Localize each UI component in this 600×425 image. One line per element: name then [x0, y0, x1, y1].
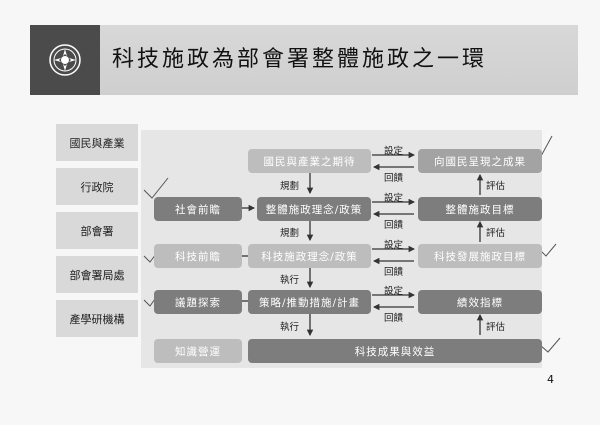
- label-set: 設定: [384, 193, 404, 204]
- label-execute: 執行: [280, 275, 300, 286]
- label-feedback: 回饋: [384, 313, 404, 324]
- label-evaluate: 評估: [486, 228, 506, 239]
- label-evaluate: 評估: [486, 322, 506, 333]
- title-bar: [30, 25, 578, 95]
- side-label-research-orgs: 產學研機構: [56, 300, 138, 337]
- box-citizen-expectation: 國民與產業之期待: [248, 149, 371, 173]
- box-knowledge-management: 知識營運: [154, 339, 242, 363]
- side-label-executive-yuan: 行政院: [56, 168, 138, 205]
- page-title: 科技施政為部會署整體施政之一環: [112, 47, 488, 72]
- label-evaluate: 評估: [486, 181, 506, 192]
- box-issue-exploration: 議題探索: [154, 290, 242, 314]
- label-plan: 規劃: [280, 181, 300, 192]
- side-label-ministry-bureaus: 部會署局處: [56, 256, 138, 293]
- box-overall-goal: 整體施政目標: [418, 197, 542, 221]
- label-feedback: 回饋: [384, 267, 404, 278]
- side-label-ministries: 部會署: [56, 212, 138, 249]
- box-tech-foresight: 科技前瞻: [154, 244, 242, 268]
- box-strategy: 策略/推動措施/計畫: [248, 290, 371, 314]
- label-feedback: 回饋: [384, 173, 404, 184]
- box-tech-goal: 科技發展施政目標: [418, 244, 542, 268]
- box-outcomes: 科技成果與效益: [248, 339, 542, 363]
- box-social-foresight: 社會前瞻: [154, 197, 242, 221]
- label-set: 設定: [384, 146, 404, 157]
- label-set: 設定: [384, 286, 404, 297]
- page-number: 4: [547, 373, 554, 386]
- box-tech-policy: 科技施政理念/政策: [248, 244, 371, 268]
- label-execute: 執行: [280, 322, 300, 333]
- label-set: 設定: [384, 240, 404, 251]
- box-overall-policy: 整體施政理念/政策: [257, 197, 371, 221]
- emblem-icon: [49, 44, 81, 76]
- side-label-citizens: 國民與產業: [56, 124, 138, 161]
- label-plan: 規劃: [280, 228, 300, 239]
- box-kpi: 績效指標: [418, 290, 542, 314]
- label-feedback: 回饋: [384, 220, 404, 231]
- box-present-results: 向國民呈現之成果: [418, 149, 542, 173]
